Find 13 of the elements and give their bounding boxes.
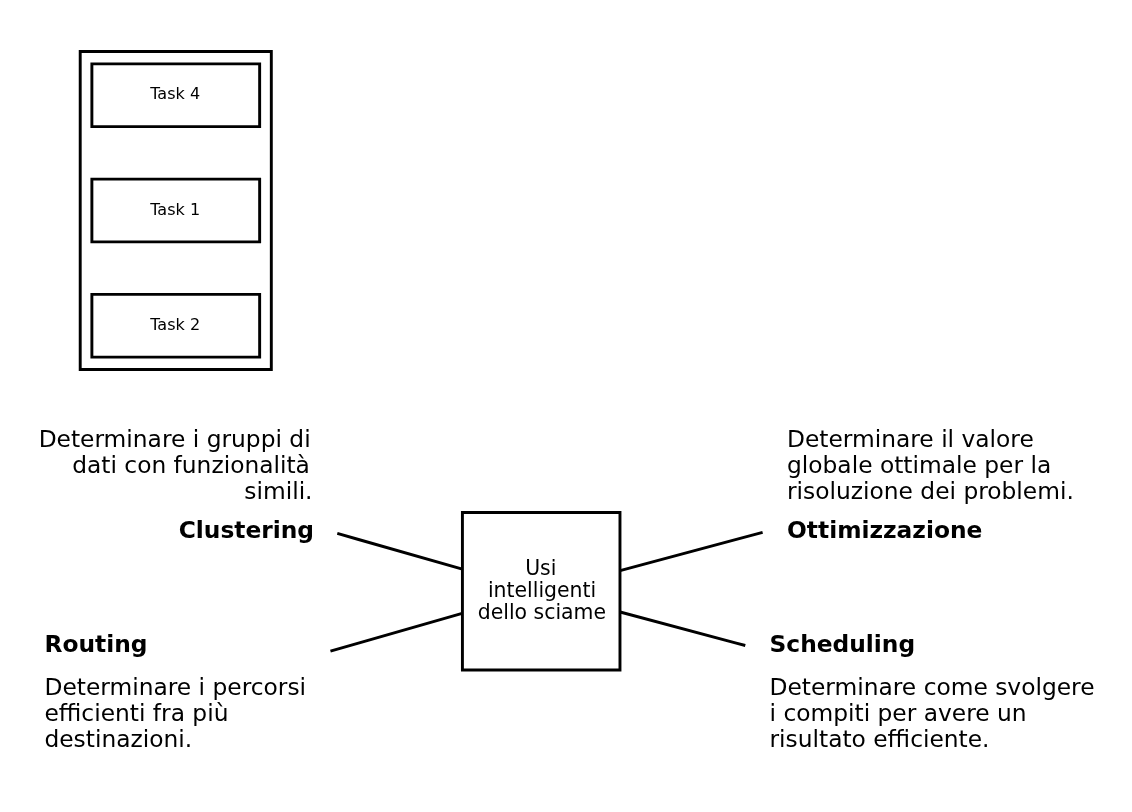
connector (619, 610, 746, 647)
node-box: Task 1 (90, 177, 262, 244)
connector (336, 532, 463, 571)
cluster (78, 50, 273, 371)
connector (330, 612, 463, 653)
node-box: Usi intelligenti dello sciame (460, 511, 622, 672)
node-text: Determinare il valore globale ottimale per la risoluzione dei problemi. Ottimizzazione (787, 424, 1074, 545)
connector (619, 531, 763, 572)
node-box: Task 2 (90, 292, 262, 359)
node-text: Determinare i gruppi di dati con funzionalità simili. Clustering (38, 424, 315, 545)
node-box: Task 4 (90, 62, 262, 129)
node-text: Routing Determinare i percorsi efficienti fra più destinazioni. (44, 630, 307, 754)
node-text: Scheduling Determinare come svolgere i compiti per avere un risultato efficiente. (769, 630, 1095, 754)
